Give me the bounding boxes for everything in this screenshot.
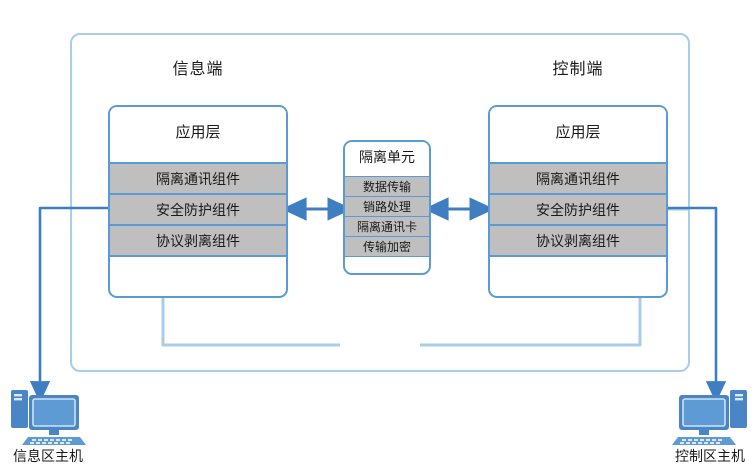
isolation-row-channel-processing[interactable]: 销路处理 [345, 196, 429, 217]
isolation-row-isolation-comm-card[interactable]: 隔离通讯卡 [345, 216, 429, 237]
host-left-label: 信息区主机 [13, 449, 83, 465]
isolation-unit-header: 隔离单元 [345, 142, 429, 177]
desktop-computer-icon [11, 390, 86, 445]
panel-left-row-isolation-comm[interactable]: 隔离通讯组件 [110, 162, 286, 195]
panel-right-row-isolation-comm[interactable]: 隔离通讯组件 [490, 162, 666, 195]
panel-right-header: 应用层 [490, 107, 666, 164]
panel-right-rows: 隔离通讯组件 安全防护组件 协议剥离组件 [490, 162, 666, 257]
panel-right-row-protocol-stripping[interactable]: 协议剥离组件 [490, 224, 666, 257]
title-control-side: 控制端 [552, 59, 604, 78]
outer-boundary [70, 33, 690, 372]
panel-left-row-protocol-stripping[interactable]: 协议剥离组件 [110, 224, 286, 257]
host-control-zone: 控制区主机 [662, 385, 756, 466]
panel-information-side: 应用层 隔离通讯组件 安全防护组件 协议剥离组件 [108, 105, 288, 298]
panel-right-row-security-protection[interactable]: 安全防护组件 [490, 193, 666, 226]
panel-left-row-security-protection[interactable]: 安全防护组件 [110, 193, 286, 226]
isolation-unit-rows: 数据传输 销路处理 隔离通讯卡 传输加密 [345, 176, 429, 257]
desktop-computer-icon [672, 390, 747, 445]
title-information-side: 信息端 [172, 59, 224, 78]
panel-control-side: 应用层 隔离通讯组件 安全防护组件 协议剥离组件 [488, 105, 668, 298]
panel-left-rows: 隔离通讯组件 安全防护组件 协议剥离组件 [110, 162, 286, 257]
host-right-label: 控制区主机 [675, 449, 745, 465]
isolation-unit-box: 隔离单元 数据传输 销路处理 隔离通讯卡 传输加密 [343, 140, 431, 275]
panel-left-header: 应用层 [110, 107, 286, 164]
isolation-row-transmission-encryption[interactable]: 传输加密 [345, 236, 429, 257]
host-information-zone: 信息区主机 [0, 385, 96, 466]
isolation-row-data-transfer[interactable]: 数据传输 [345, 176, 429, 197]
